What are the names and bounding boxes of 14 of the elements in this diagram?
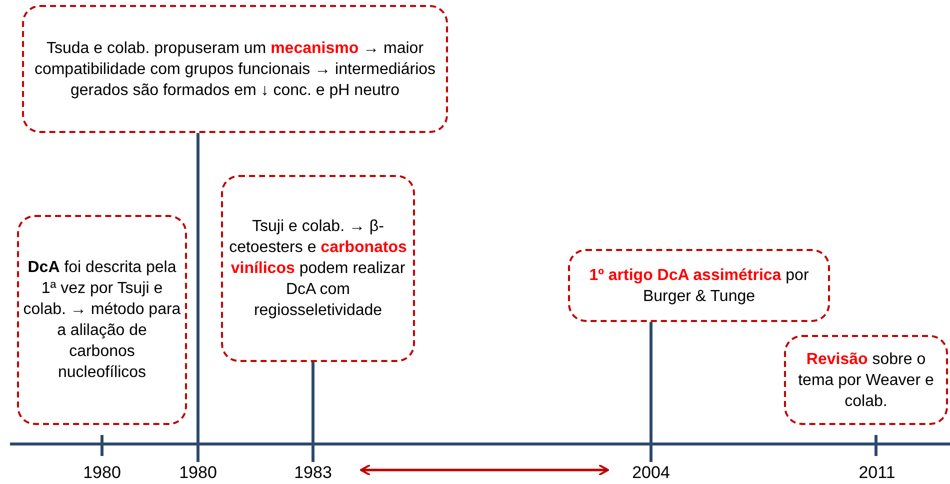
double-arrow	[360, 464, 609, 476]
timeline-tick	[312, 362, 314, 462]
timeline-tick	[650, 322, 652, 462]
year-label: 2011	[852, 462, 902, 484]
event-box: Tsuji e colab. → β-cetoesters e carbonatos vinílicos podem realizar DcA com regiosseletividade	[221, 175, 415, 362]
timeline-tick	[196, 133, 200, 462]
year-label: 1983	[288, 462, 338, 484]
event-box: Tsuda e colab. propuseram um mecanismo → maior compatibilidade com grupos funcionais → intermediários gerados são formados em ↓ conc. e pH neutro	[22, 5, 448, 133]
year-label: 2004	[626, 462, 676, 484]
year-label: 1980	[77, 462, 127, 484]
year-label: 1980	[173, 462, 223, 484]
event-box: 1º artigo DcA assimétrica por Burger & Tunge	[568, 249, 830, 322]
event-box: DcA foi descrita pela 1ª vez por Tsuji e colab. → método para a alilação de carbonos nucleofílicos	[17, 215, 187, 425]
event-box: Revisão sobre o tema por Weaver e colab.	[784, 335, 948, 425]
